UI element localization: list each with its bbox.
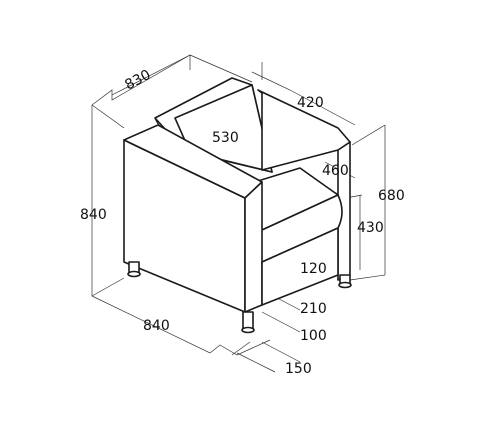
legs xyxy=(127,261,352,334)
dim-seat-height: 430 xyxy=(357,220,384,236)
dim-inner-width: 530 xyxy=(212,130,239,146)
dim-overall-width: 830 xyxy=(122,67,153,94)
dim-total-height-side: 680 xyxy=(378,188,405,204)
dimension-labels: 830 420 530 460 840 680 430 120 210 100 … xyxy=(80,67,405,377)
dim-backrest-depth: 420 xyxy=(297,95,324,111)
dim-overall-height: 840 xyxy=(80,207,107,223)
right-armrest-inner xyxy=(261,91,351,171)
armchair xyxy=(123,77,352,334)
dim-cushion-gap: 120 xyxy=(300,261,327,277)
dim-leg-offset: 150 xyxy=(285,361,312,377)
dim-under-height: 210 xyxy=(300,301,327,317)
dim-seat-depth: 460 xyxy=(322,163,349,179)
seat-base xyxy=(261,227,339,306)
dim-depth-front: 840 xyxy=(143,318,170,334)
dim-leg-height: 100 xyxy=(300,328,327,344)
left-armrest-side xyxy=(244,181,263,313)
